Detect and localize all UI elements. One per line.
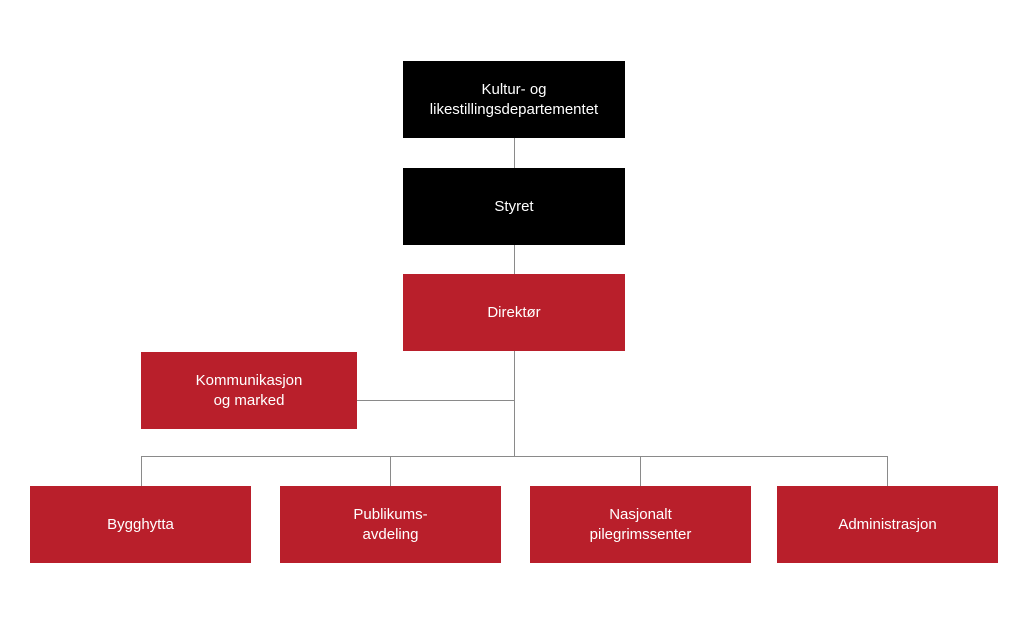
node-department-pilegrimssenter: Nasjonalt pilegrimssenter [530, 486, 751, 563]
connector-ministry-board [514, 138, 515, 168]
node-department-administrasjon: Administrasjon [777, 486, 998, 563]
connector-department-2 [390, 456, 391, 486]
node-board: Styret [403, 168, 625, 245]
node-department-bygghytta: Bygghytta [30, 486, 251, 563]
connector-staff-unit [357, 400, 515, 401]
node-department-publikumsavdeling: Publikums- avdeling [280, 486, 501, 563]
node-communication-marketing: Kommunikasjon og marked [141, 352, 357, 429]
connector-department-4 [887, 456, 888, 486]
connector-department-3 [640, 456, 641, 486]
connector-department-1 [141, 456, 142, 486]
connector-departments-bar [141, 456, 888, 457]
connector-board-director [514, 245, 515, 274]
node-director: Direktør [403, 274, 625, 351]
connector-director-departments [514, 351, 515, 457]
node-ministry: Kultur- og likestillingsdepartementet [403, 61, 625, 138]
